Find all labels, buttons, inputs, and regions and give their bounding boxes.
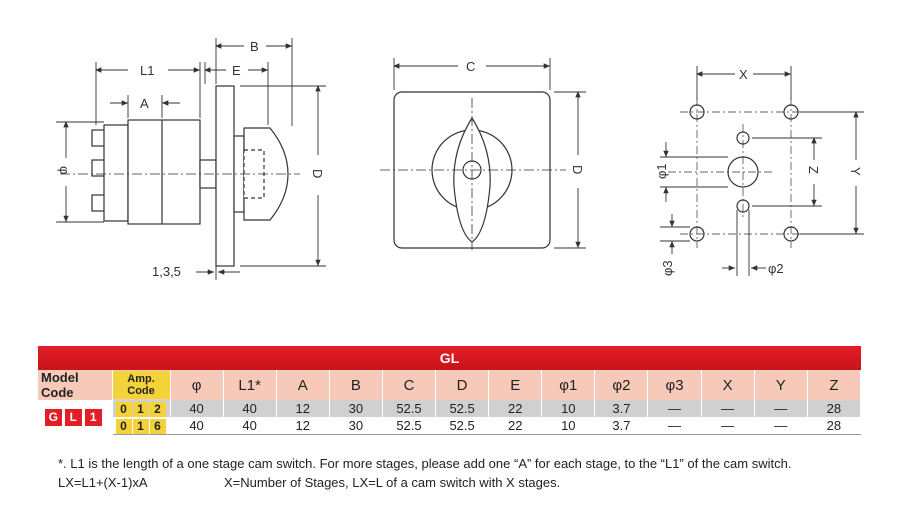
table-cell: 10 bbox=[541, 400, 596, 417]
label-Z: Z bbox=[806, 166, 821, 174]
model-letter: L bbox=[64, 408, 82, 426]
front-dimensions bbox=[393, 58, 586, 249]
col-header: φ1 bbox=[541, 370, 596, 400]
label-phi: φ bbox=[57, 166, 72, 174]
table-cell: 30 bbox=[329, 417, 383, 435]
table-cell: 28 bbox=[807, 417, 862, 435]
table-cell: 22 bbox=[488, 417, 543, 435]
model-letter: 1 bbox=[84, 408, 102, 426]
table-cell: — bbox=[647, 417, 702, 435]
col-header: E bbox=[488, 370, 543, 400]
col-header: φ2 bbox=[594, 370, 649, 400]
amp-digit: 0 bbox=[115, 418, 132, 434]
col-header: D bbox=[435, 370, 490, 400]
side-dimensions bbox=[56, 38, 326, 280]
table-cell: — bbox=[754, 400, 808, 417]
model-letter: G bbox=[44, 408, 62, 426]
footnotes: *. L1 is the length of a one stage cam s… bbox=[58, 454, 791, 492]
side-dim-labels: L1 A E B D φ 1,3,5 bbox=[57, 39, 325, 279]
label-C: C bbox=[466, 59, 475, 74]
footnote-formula: LX=L1+(X-1)xA bbox=[58, 475, 148, 490]
table-header-row: Model Code Amp. Code φ L1* A B C D E φ1 … bbox=[38, 370, 862, 400]
label-D-front: D bbox=[570, 165, 585, 174]
label-D-side: D bbox=[310, 169, 325, 178]
label-Y: Y bbox=[848, 167, 863, 176]
table-cell: 22 bbox=[488, 400, 543, 417]
table-cell: — bbox=[647, 400, 702, 417]
label-phi2: φ2 bbox=[768, 261, 784, 276]
col-header: L1* bbox=[223, 370, 277, 400]
table-cell: — bbox=[754, 417, 808, 435]
label-A: A bbox=[140, 96, 149, 111]
model-code-header: Model Code bbox=[38, 370, 113, 400]
col-header: C bbox=[382, 370, 437, 400]
label-X: X bbox=[739, 67, 748, 82]
table-cell: 52.5 bbox=[435, 417, 490, 435]
amp-code-label: Amp. Code bbox=[112, 371, 170, 399]
technical-drawing: L1 A E B D φ 1,3,5 C D bbox=[56, 38, 864, 280]
table-cell: — bbox=[701, 400, 755, 417]
table-cell: 12 bbox=[276, 417, 330, 435]
front-view bbox=[380, 91, 566, 250]
table-cell: 30 bbox=[329, 400, 383, 417]
label-stages: 1,3,5 bbox=[152, 264, 181, 279]
table-cell: 52.5 bbox=[435, 400, 490, 417]
table-cell: 40 bbox=[223, 400, 277, 417]
label-phi3: φ3 bbox=[660, 260, 675, 276]
col-header: A bbox=[276, 370, 330, 400]
col-header: Z bbox=[807, 370, 862, 400]
amp-digit: 1 bbox=[132, 401, 149, 417]
table-title: GL bbox=[38, 346, 861, 370]
table-cell: 40 bbox=[170, 400, 224, 417]
col-header: X bbox=[701, 370, 755, 400]
table-cell: 3.7 bbox=[594, 400, 649, 417]
label-phi1: φ1 bbox=[654, 163, 669, 179]
amp-digit: 1 bbox=[132, 418, 149, 434]
table-cell: 3.7 bbox=[594, 417, 649, 435]
table-cell: 52.5 bbox=[382, 400, 437, 417]
rear-dimensions bbox=[660, 66, 864, 276]
amp-digit: 6 bbox=[149, 418, 166, 434]
table-cell: 28 bbox=[807, 400, 862, 417]
table-cell: 52.5 bbox=[382, 417, 437, 435]
footnote-line-1: *. L1 is the length of a one stage cam s… bbox=[58, 456, 792, 471]
spec-table: Model Code Amp. Code φ L1* A B C D E φ1 … bbox=[38, 370, 862, 435]
spec-table-block: GL Model Code Amp. Code φ L1* A B C D E … bbox=[38, 346, 862, 435]
table-cell: 10 bbox=[541, 417, 596, 435]
col-header: B bbox=[329, 370, 383, 400]
label-B: B bbox=[250, 39, 259, 54]
col-header: Y bbox=[754, 370, 808, 400]
col-header: φ3 bbox=[647, 370, 702, 400]
amp-digit: 2 bbox=[149, 401, 166, 417]
table-cell: 40 bbox=[223, 417, 277, 435]
label-E: E bbox=[232, 63, 241, 78]
amp-digit: 0 bbox=[115, 401, 132, 417]
rear-view bbox=[689, 104, 799, 242]
amp-code-header: Amp. Code bbox=[112, 370, 171, 400]
table-cell: — bbox=[701, 417, 755, 435]
rear-centerlines bbox=[668, 98, 810, 248]
table-cell: 40 bbox=[170, 417, 224, 435]
table-cell: 12 bbox=[276, 400, 330, 417]
footnote-line-2: LX=L1+(X-1)xA X=Number of Stages, LX=L of… bbox=[58, 473, 791, 492]
footnote-definition: X=Number of Stages, LX=L of a cam switch… bbox=[224, 475, 561, 490]
label-L1: L1 bbox=[140, 63, 154, 78]
side-view bbox=[60, 85, 300, 267]
col-header: φ bbox=[170, 370, 224, 400]
